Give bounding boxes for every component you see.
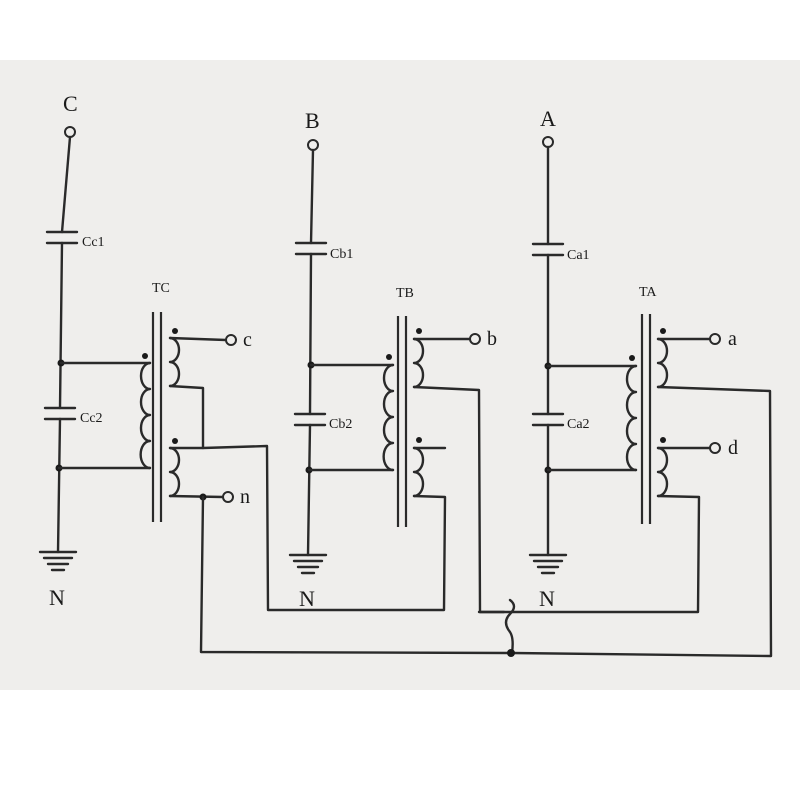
phase-b-ground-wire [306, 423, 312, 557]
phase-a-terminal [542, 136, 554, 148]
phase-b-feed-wire [309, 148, 315, 245]
phase-c-feed-wire [60, 135, 72, 234]
phase-b-terminal [307, 139, 319, 151]
tc-secondary-coil-1 [168, 336, 181, 388]
ca1-label: Ca1 [567, 248, 590, 263]
tb-secondary-2-polarity-dot [416, 437, 422, 443]
phase-c-mid-wire [58, 241, 64, 410]
phase-a-ground-icon [528, 553, 568, 575]
tb-secondary-1-polarity-dot [416, 328, 422, 334]
phase-b-label: B [305, 108, 320, 133]
ta-secondary-1-polarity-dot [660, 328, 666, 334]
tc-out-c-wire [168, 336, 228, 342]
phase-b-mid-wire [308, 252, 313, 416]
phase-b-ground-label: N [299, 586, 315, 611]
cc1-label: Cc1 [82, 235, 105, 250]
terminal-n [222, 491, 234, 503]
ta-label: TA [639, 285, 657, 300]
tc-out-n-wire [168, 494, 225, 499]
bus-junction-dot [507, 649, 515, 657]
ta-return-wire [510, 385, 773, 658]
ta-secondary-coil-1 [656, 337, 669, 389]
phase-a-group: A Ca1 Ca2 N TA [510, 106, 773, 658]
ta-primary-polarity-dot [629, 355, 635, 361]
cb2-label: Cb2 [329, 417, 352, 432]
phase-a-label: A [540, 106, 556, 131]
tb-secondary-coil-2 [412, 446, 425, 498]
terminal-b [469, 333, 481, 345]
tc-primary-polarity-dot [142, 353, 148, 359]
terminal-b-label: b [487, 328, 497, 350]
phase-c-group: C Cc1 Cc2 N [38, 91, 514, 655]
phase-c-ground-wire [56, 417, 62, 554]
cb1-label: Cb1 [330, 247, 353, 262]
n-bus-wire [199, 495, 514, 655]
terminal-d-label: d [728, 437, 738, 459]
ca2-label: Ca2 [567, 417, 590, 432]
phase-b-group: B Cb1 Cb2 N TB [288, 108, 701, 614]
terminal-a-label: a [728, 328, 737, 350]
cc2-label: Cc2 [80, 411, 103, 426]
tc-secondary-1-polarity-dot [172, 328, 178, 334]
terminal-c [225, 334, 237, 346]
tc-secondary-coil-2 [168, 446, 181, 498]
tc-label: TC [152, 281, 170, 296]
phase-c-ground-label: N [49, 585, 65, 610]
tb-primary-polarity-dot [386, 354, 392, 360]
ta-primary-coil [625, 364, 638, 472]
tb-label: TB [396, 286, 414, 301]
tc-secondary-2-polarity-dot [172, 438, 178, 444]
phase-c-label: C [63, 91, 78, 116]
tb-primary-coil [382, 363, 395, 472]
phase-c-terminal [64, 126, 76, 138]
tc-to-tb-open-delta-wire [201, 444, 447, 612]
terminal-c-label: c [243, 329, 252, 351]
tb-secondary-coil-1 [412, 337, 425, 389]
tc-secondary-link [168, 384, 205, 450]
wire-crossover-hop [504, 598, 516, 655]
terminal-a [709, 333, 721, 345]
phase-c-ground-icon [38, 550, 78, 572]
terminal-d [709, 442, 721, 454]
phase-a-ground-label: N [539, 586, 555, 611]
tc-primary-coil [139, 361, 152, 470]
phase-b-ground-icon [288, 553, 328, 575]
terminal-n-label: n [240, 486, 250, 508]
tb-to-ta-open-delta-wire [412, 385, 701, 614]
ta-secondary-2-polarity-dot [660, 437, 666, 443]
ta-secondary-coil-2 [656, 446, 669, 498]
